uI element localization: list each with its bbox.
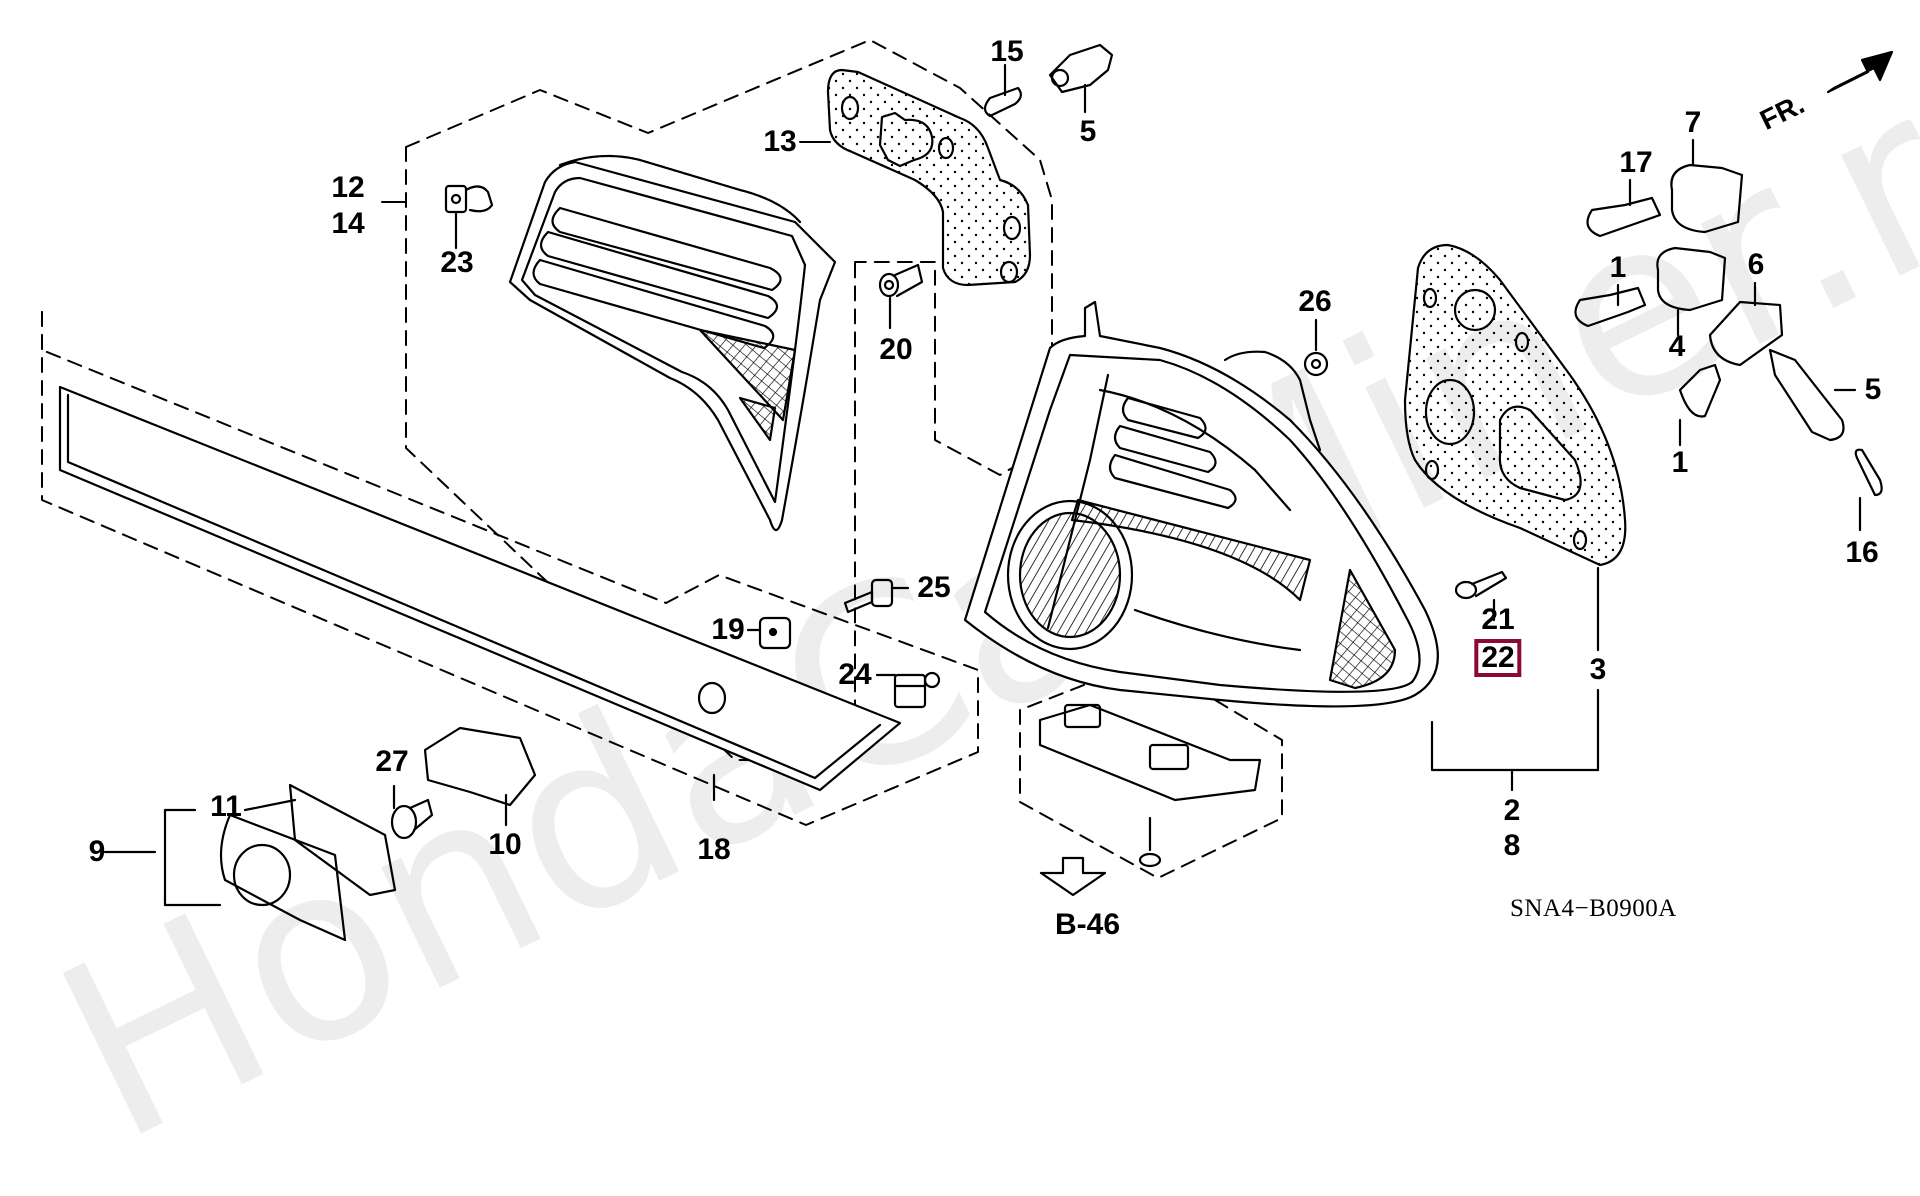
socket-5-right — [1768, 348, 1857, 442]
socket-plate — [1038, 703, 1262, 868]
callout-5[interactable]: 5 — [1864, 373, 1882, 406]
garnish-18 — [58, 385, 902, 802]
callout-9[interactable]: 9 — [88, 835, 106, 868]
clip-20 — [878, 263, 924, 330]
callout-8[interactable]: 8 — [1503, 829, 1521, 862]
callout-17[interactable]: 17 — [1619, 146, 1653, 179]
gasket-3 — [1403, 243, 1627, 792]
license-light-9 — [103, 783, 397, 942]
bulb-1a — [1574, 283, 1647, 328]
bulb-27 — [390, 784, 434, 840]
callout-24[interactable]: 24 — [838, 658, 872, 691]
callout-7[interactable]: 7 — [1684, 106, 1702, 139]
callout-21[interactable]: 21 — [1481, 603, 1515, 636]
arrow-down-icon — [1039, 856, 1107, 897]
callout-4[interactable]: 4 — [1668, 330, 1686, 363]
leader-lines — [381, 141, 831, 203]
callout-11[interactable]: 11 — [210, 790, 242, 823]
callout-13[interactable]: 13 — [763, 125, 797, 158]
callout-6[interactable]: 6 — [1747, 248, 1765, 281]
callout-23[interactable]: 23 — [440, 246, 474, 279]
callout-14[interactable]: 14 — [331, 207, 365, 240]
callout-16[interactable]: 16 — [1845, 536, 1879, 569]
bulb-17 — [1586, 178, 1662, 238]
clip-24 — [875, 671, 941, 709]
parts-diagram — [41, 39, 1894, 942]
callout-27[interactable]: 27 — [375, 745, 409, 778]
bulb-16 — [1854, 448, 1883, 532]
callout-25[interactable]: 25 — [917, 571, 951, 604]
socket-4 — [1656, 246, 1727, 337]
callout-26[interactable]: 26 — [1298, 285, 1332, 318]
callout-15[interactable]: 15 — [990, 35, 1024, 68]
callout-22-highlighted[interactable]: 22 — [1474, 639, 1522, 677]
arrow-up-right-icon — [1826, 50, 1894, 94]
screw-21 — [1454, 570, 1508, 622]
bulb-1b — [1678, 363, 1722, 447]
socket-10 — [423, 726, 537, 827]
callout-18[interactable]: 18 — [697, 833, 731, 866]
group-outline-garnish — [41, 311, 979, 826]
bolt-25 — [843, 578, 910, 614]
callout-10[interactable]: 10 — [488, 828, 522, 861]
reference-link-b46[interactable]: B-46 — [1055, 908, 1121, 941]
gasket-13 — [826, 68, 1032, 287]
callout-5[interactable]: 5 — [1079, 115, 1097, 148]
grommet-19 — [746, 616, 792, 650]
socket-6 — [1708, 281, 1784, 367]
socket-5-top — [1048, 43, 1114, 114]
diagram-code: SNA4−B0900A — [1510, 895, 1677, 922]
outer-tail-lamp-2-8 — [963, 300, 1439, 708]
callout-1[interactable]: 1 — [1609, 251, 1627, 284]
callout-19[interactable]: 19 — [711, 613, 745, 646]
clip-23 — [444, 184, 494, 250]
group-outline-inner-lamp — [405, 39, 1053, 761]
callout-12[interactable]: 12 — [331, 171, 365, 204]
callout-1[interactable]: 1 — [1671, 446, 1689, 479]
nut-26 — [1303, 318, 1329, 377]
callout-20[interactable]: 20 — [879, 333, 913, 366]
bulb-15 — [983, 63, 1022, 118]
socket-7 — [1670, 138, 1744, 234]
inner-tail-lamp-12-14 — [508, 154, 837, 532]
callout-3[interactable]: 3 — [1589, 653, 1607, 686]
callout-2[interactable]: 2 — [1503, 794, 1521, 827]
